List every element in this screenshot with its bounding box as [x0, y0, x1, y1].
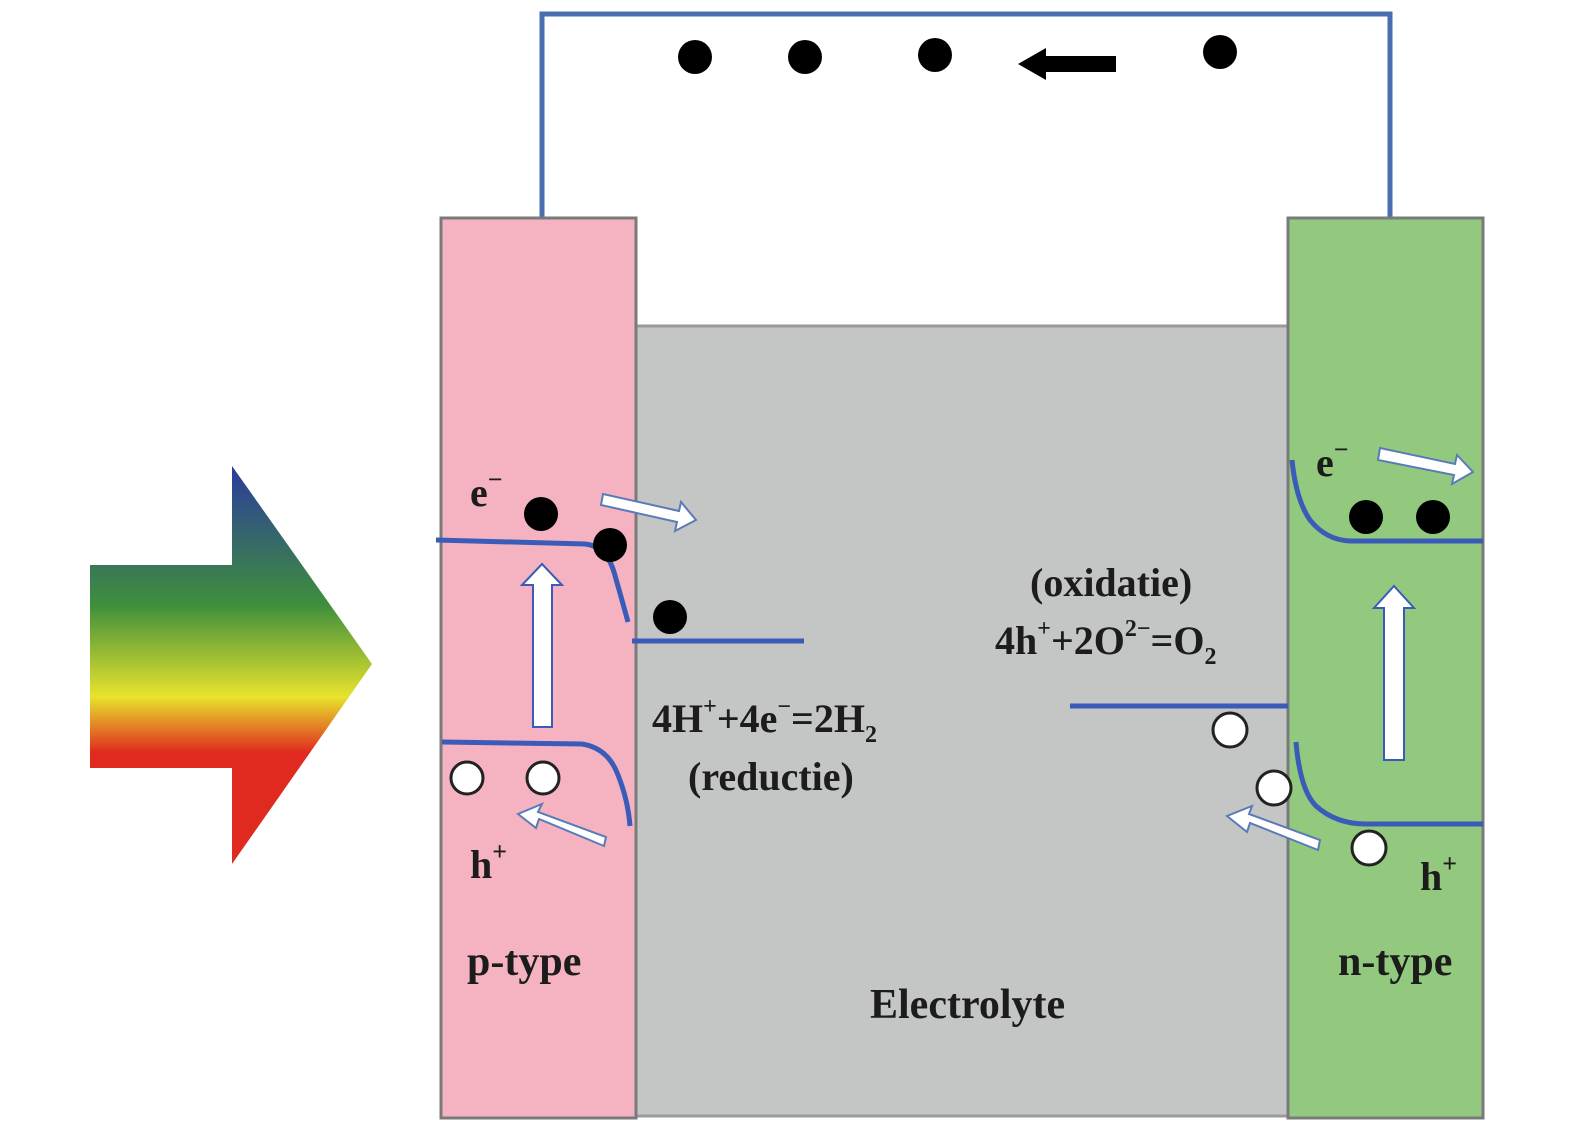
p-electrons — [524, 497, 687, 634]
electron — [593, 528, 627, 562]
wire-electron — [1203, 35, 1237, 69]
p-conduction-band — [435, 537, 631, 623]
rainbow-light-arrow-icon — [90, 466, 372, 864]
p-type-band-diagram — [435, 537, 804, 827]
p-valence-band — [441, 739, 633, 827]
n-hole-transfer-arrow-icon — [1225, 804, 1322, 852]
left-arrow-icon — [1018, 48, 1116, 80]
n-type-band-diagram — [1070, 459, 1483, 827]
n-electrons — [1349, 500, 1450, 534]
hole-label-left: h+ — [470, 837, 507, 887]
electron-label-left: e− — [470, 465, 503, 515]
p-excitation-arrow-icon — [519, 562, 565, 728]
wire-electron — [678, 40, 712, 74]
electron — [1349, 500, 1383, 534]
p-holes — [449, 760, 561, 796]
electron — [1416, 500, 1450, 534]
reduction-label: (reductie) — [688, 754, 854, 799]
electron — [653, 600, 687, 634]
hole-label-right: h+ — [1420, 849, 1457, 899]
p-type-label: p-type — [467, 939, 581, 985]
oxidation-equation: 4h++2O2−=O2 — [995, 616, 1216, 670]
wire-electron — [788, 40, 822, 74]
oxidation-label: (oxidatie) — [1030, 560, 1192, 605]
n-type-label: n-type — [1338, 939, 1452, 985]
hole — [1350, 829, 1388, 867]
wire-electron — [918, 38, 952, 72]
n-excitation-arrow-icon — [1371, 584, 1417, 761]
electrolyte-region — [634, 324, 1290, 1118]
p-electron-transfer-arrow-icon — [599, 492, 698, 533]
electron — [524, 497, 558, 531]
wire-electrons — [678, 35, 1237, 74]
p-hole-arrow-icon — [516, 802, 608, 848]
electron-label-right: e− — [1316, 435, 1349, 485]
hole — [1211, 711, 1249, 749]
n-electron-arrow-icon — [1376, 446, 1475, 486]
hole — [1255, 769, 1293, 807]
hole — [449, 760, 485, 796]
reduction-equation: 4H++4e−=2H2 — [652, 694, 877, 748]
external-wire — [539, 11, 1393, 218]
hole — [525, 760, 561, 796]
n-holes — [1211, 711, 1388, 867]
n-conduction-band — [1289, 459, 1483, 544]
electrolyte-label: Electrolyte — [870, 982, 1065, 1028]
n-valence-band — [1293, 741, 1483, 827]
